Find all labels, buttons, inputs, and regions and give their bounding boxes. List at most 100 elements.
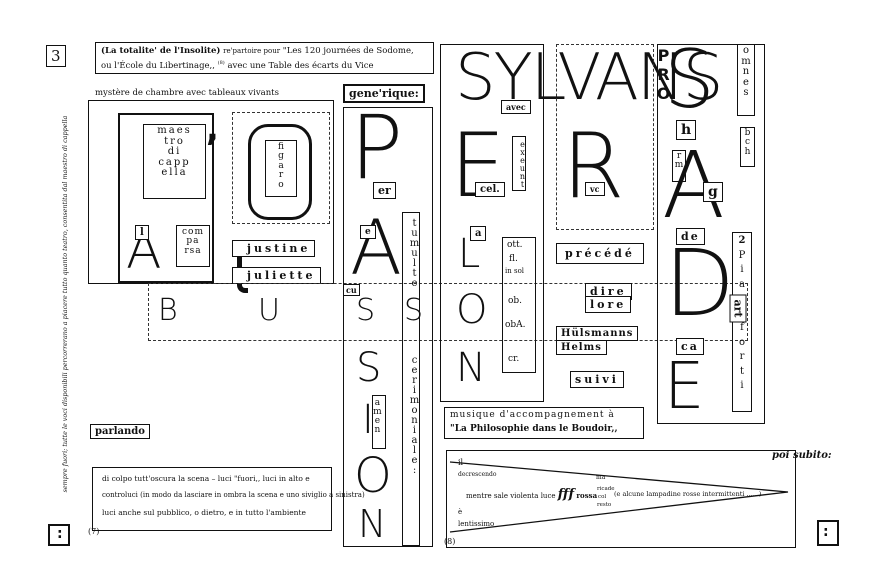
maestro-line-2: tro xyxy=(164,135,185,147)
figaro-line-3: a xyxy=(278,160,284,171)
br-mentre: mentre sale violenta luce fff rossa xyxy=(466,487,597,502)
omnes-1: o xyxy=(742,45,750,56)
passion-S: S xyxy=(356,345,382,391)
bottom-left-mark: (7) xyxy=(88,527,100,536)
br-ma: ma xyxy=(596,474,606,481)
rm-text: r m xyxy=(672,151,686,171)
er-label: er xyxy=(373,182,396,199)
header-line1: (La totalite' de l'Insolite) re'partoire… xyxy=(101,46,414,56)
ott-label: ott. xyxy=(507,240,523,250)
page-number-box xyxy=(46,45,66,67)
figaro-box xyxy=(265,140,297,197)
header-box xyxy=(95,42,434,74)
br-resto: resto xyxy=(597,502,612,508)
figaro-line-4: r xyxy=(278,170,284,181)
comparsa-line-2: pa xyxy=(186,236,200,247)
bussion-B: B xyxy=(158,293,178,328)
maestro-line-5: ella xyxy=(161,167,188,178)
pianoforti-6: f xyxy=(740,322,744,333)
repeat-end-dots: : xyxy=(823,524,829,540)
a-small-label: a xyxy=(470,226,487,241)
exeunt-box xyxy=(512,136,526,191)
juliette-label: juliette xyxy=(232,267,321,284)
rm-2: m xyxy=(674,160,684,171)
bussion-S2: S xyxy=(404,293,424,328)
comparsa-text: com pa rsa xyxy=(177,227,209,256)
cerimoniale-text: cerimoniale: xyxy=(409,355,420,475)
maestro-text: maes tro di capp ella xyxy=(146,125,203,179)
cel-label: cel. xyxy=(475,182,505,197)
header-line1-a: (La totalite' de l'Insolite) xyxy=(101,46,221,56)
suivi-label: suivi xyxy=(570,371,624,388)
br-fff: fff xyxy=(557,487,575,502)
bottom-left-line1: di colpo tutt'oscura la scena – luci "fu… xyxy=(102,474,310,483)
br-mark: (8) xyxy=(444,537,456,546)
tumulte-text: tumulte xyxy=(409,218,420,288)
passion-N: N xyxy=(358,502,387,546)
ca-label: ca xyxy=(676,338,704,355)
bottom-left-line3: luci anche sul pubblico, o dietro, e in … xyxy=(102,508,306,517)
poi-subito-label: poi subito: xyxy=(772,450,832,461)
decrescendo-hairpin xyxy=(449,461,789,533)
art-label: art xyxy=(729,294,747,323)
maestro-line-1: maes xyxy=(157,125,192,136)
repeat-end-sign xyxy=(817,520,839,546)
bch-1: b xyxy=(744,128,751,138)
avec-label: avec xyxy=(501,100,531,114)
letter-O-dashed-frame xyxy=(232,112,330,224)
cu-label: cu xyxy=(343,284,360,296)
br-mentre-text: mentre sale violenta luce xyxy=(466,492,556,500)
maestro-line-4: capp xyxy=(158,156,191,168)
page-number: 3 xyxy=(51,47,61,65)
musique-line2: "La Philosophie dans le Boudoir,, xyxy=(450,424,618,434)
vc-label: vc xyxy=(585,182,605,196)
sylvans-frame xyxy=(440,44,544,402)
justine-label: justine xyxy=(232,240,316,257)
passion-big-P: P xyxy=(350,96,404,199)
amen-text: amen xyxy=(372,398,386,434)
figaro-text: fi g a r o xyxy=(266,142,296,190)
pianoforti-7: o xyxy=(738,336,746,348)
fl-label: fl. xyxy=(509,254,518,264)
sade-big-E: E xyxy=(664,350,705,424)
sade-frame xyxy=(657,44,765,424)
br-il: il xyxy=(458,458,464,467)
bussion-band xyxy=(148,283,748,341)
header-line1-b: re'partoire pour xyxy=(223,47,281,55)
pianoforti-9: t xyxy=(739,365,745,377)
bussion-S1: S xyxy=(356,293,376,328)
omnes-text: o m n e s xyxy=(737,45,755,99)
h-label: h xyxy=(676,120,697,140)
sylvans-big-L: L xyxy=(458,231,481,277)
passion-I: I xyxy=(362,397,374,443)
ob-label: ob. xyxy=(508,296,523,306)
de-label: de xyxy=(676,228,705,245)
side-vertical-text: sempre fuori; tutte le voci disponibili … xyxy=(61,115,69,493)
precede-label: précédé xyxy=(556,243,644,264)
maestro-box xyxy=(143,124,206,199)
sade-big-D: D xyxy=(664,230,735,337)
letter-O-shape xyxy=(248,124,312,220)
comparsa-box xyxy=(176,225,210,267)
bch-3: h xyxy=(744,146,751,157)
hulsmanns-label: Hülsmanns xyxy=(556,326,639,341)
br-rossa: rossa xyxy=(576,491,598,500)
omnes-2: m xyxy=(741,55,751,67)
omnes-3: n xyxy=(742,66,750,77)
comparsa-line-1: com xyxy=(182,227,204,237)
omnes-4: e xyxy=(743,76,749,88)
l-box: l xyxy=(135,225,149,240)
bch-2: c xyxy=(744,137,751,148)
repeat-start-dots: : xyxy=(57,526,63,542)
pianoforti-1: P xyxy=(738,249,746,261)
br-e-alcune: (e alcune lampadine rosse intermittenti … xyxy=(614,490,762,498)
br-e-small: è xyxy=(458,508,463,516)
rm-1: r xyxy=(676,151,682,161)
tumulte-column xyxy=(402,212,420,546)
omnes-5: s xyxy=(743,87,749,98)
bch-box xyxy=(740,127,755,167)
pianoforti-0: 2 xyxy=(738,235,746,246)
sylvans-pro: PRO xyxy=(654,46,673,103)
passion-O: O xyxy=(354,448,392,504)
cr-label: cr. xyxy=(508,354,520,364)
